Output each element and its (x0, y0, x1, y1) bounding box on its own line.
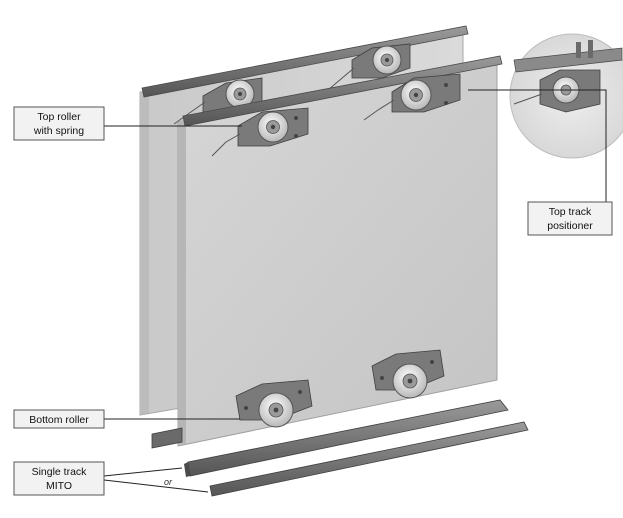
or-label: or (164, 477, 173, 487)
single-track-label-line2: MITO (46, 480, 72, 492)
bottom-roller-label: Bottom roller (29, 414, 89, 426)
bottom-roller-left (235, 379, 313, 428)
top-roller-label-line2: with spring (33, 125, 84, 137)
back-top-track (141, 25, 469, 98)
single-track-lower (209, 421, 529, 497)
back-top-roller-left (173, 77, 263, 125)
callout-top-roller: Top roller with spring (13, 106, 105, 141)
bottom-track-stub (151, 427, 183, 449)
callout-top-track-positioner: Top track positioner (527, 201, 613, 236)
callout-single-track: Single track MITO (13, 461, 105, 496)
back-top-roller-right (327, 43, 411, 91)
front-top-track (182, 55, 503, 127)
front-top-roller-left (211, 107, 309, 157)
leader-lines (103, 89, 607, 493)
callout-bottom-roller: Bottom roller (13, 409, 105, 429)
front-top-roller-right (363, 73, 461, 121)
single-track-label-line1: Single track (32, 466, 88, 478)
single-track-upper (184, 399, 509, 477)
top-track-label-line2: positioner (547, 220, 593, 232)
front-door-panel (177, 61, 498, 447)
top-track-label-line1: Top track (549, 206, 592, 218)
top-track-positioner-detail (509, 33, 623, 159)
bottom-roller-right (371, 349, 445, 399)
top-roller-label-line1: Top roller (37, 111, 81, 123)
